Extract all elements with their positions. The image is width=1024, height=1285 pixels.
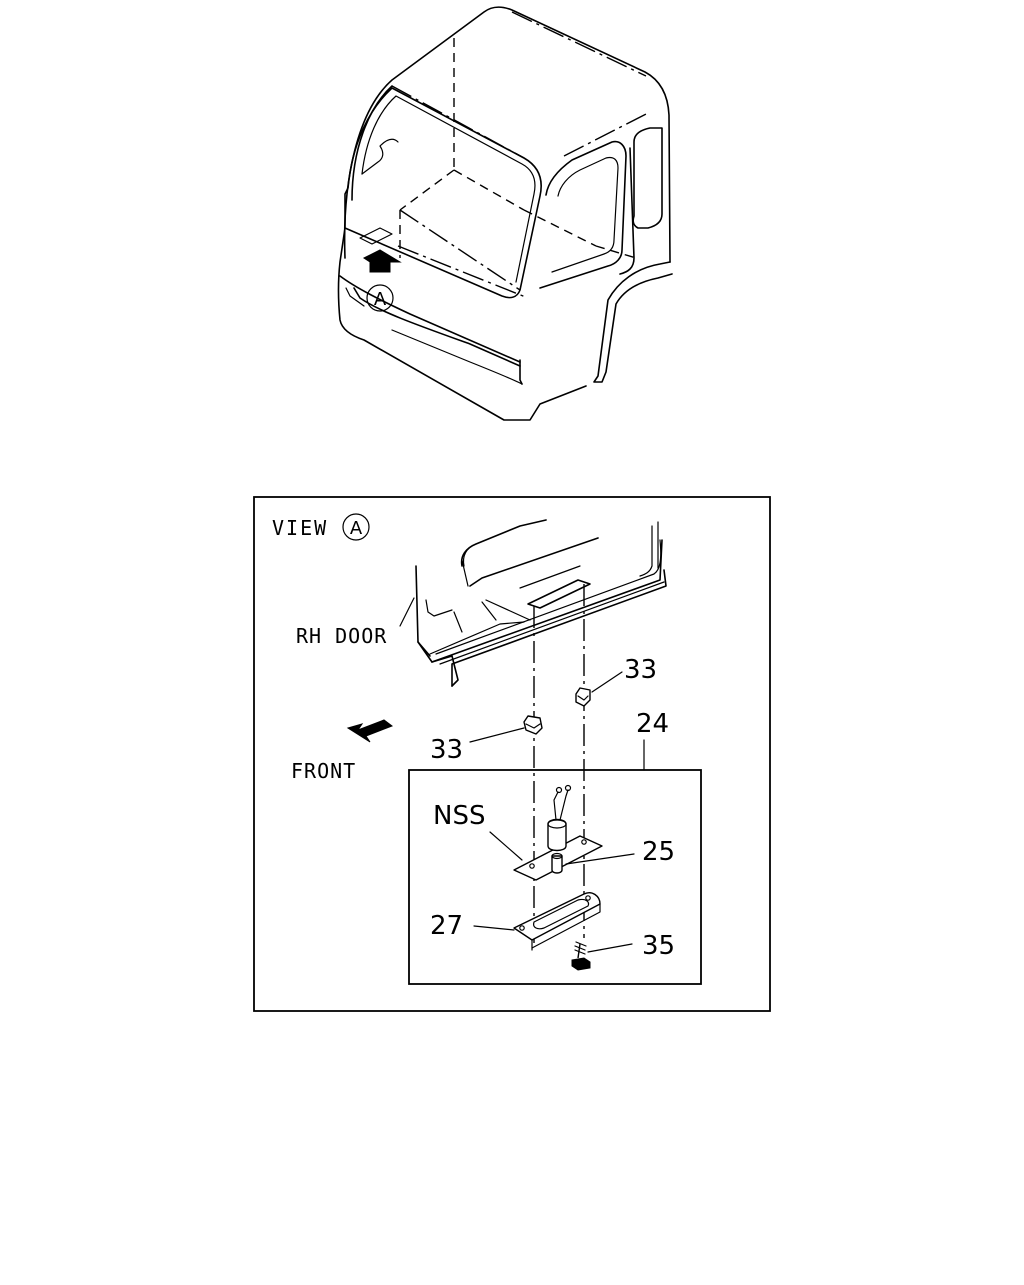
lens-27 [513,892,601,951]
cab-callout-a: A [374,289,387,310]
callout-25: 25 [642,837,675,867]
callout-35: 35 [642,931,675,961]
callout-24: 24 [636,709,669,739]
leader-33-upper [591,671,623,693]
clip-lower [523,715,543,735]
callout-33-lower: 33 [430,735,463,765]
assembly-24-box [408,769,702,985]
callout-33-upper: 33 [624,655,657,685]
screw-35 [571,941,591,971]
leader-nss [489,831,523,861]
view-title-label: VIEW [272,516,328,540]
front-arrow-icon [346,719,394,743]
front-label: FRONT [291,759,356,783]
leader-35 [587,943,633,953]
callout-a-circle [366,284,394,312]
view-title: VIEW A [272,513,370,541]
leader-25 [565,853,635,865]
lamp-25 [513,784,603,881]
view-ref-circle [342,513,370,541]
leader-27 [473,925,515,931]
note-nss: NSS [433,801,485,831]
view-arrow-icon [363,249,402,273]
callout-27: 27 [430,911,463,941]
detail-view-frame [253,496,771,1012]
cab-illustration: A [337,6,673,421]
rh-door-panel [399,519,667,687]
view-ref-letter: A [350,518,363,539]
rh-door-label: RH DOOR [296,624,387,648]
leader-33-lower [469,727,525,743]
clip-upper [575,687,591,707]
